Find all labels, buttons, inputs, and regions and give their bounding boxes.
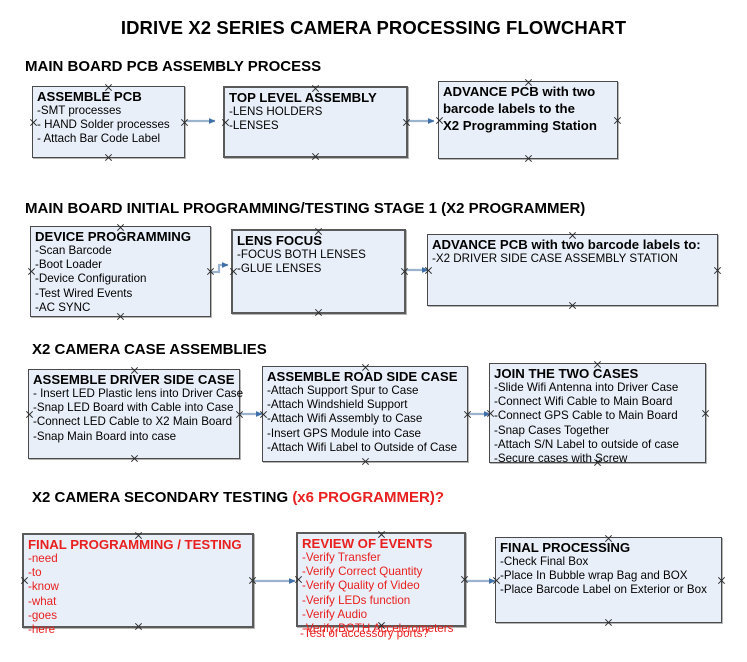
node-line: -Secure cases with Screw [494, 452, 628, 466]
node-title: JOIN THE TWO CASES [494, 366, 639, 381]
node-title: ADVANCE PCB with two [443, 84, 596, 99]
node-line: - HAND Solder processes [37, 118, 170, 132]
node-line: -Verify Audio [302, 607, 368, 621]
page-title: IDRIVE X2 SERIES CAMERA PROCESSING FLOWC… [120, 17, 627, 38]
node-line: -Attach S/N Label to outside of case [494, 437, 679, 451]
node-line: -Insert GPS Module into Case [267, 426, 422, 440]
node-line: -need [28, 552, 58, 565]
node-title: TOP LEVEL ASSEMBLY [229, 90, 377, 105]
node-line: -Attach Wifi Assembly to Case [267, 412, 423, 426]
node-top-level-assembly[interactable]: TOP LEVEL ASSEMBLY -LENS HOLDERS -LENSES [223, 86, 408, 158]
node-title: REVIEW OF EVENTS [302, 536, 433, 551]
node-line: -Check Final Box [500, 555, 589, 568]
node-line: barcode labels to the [443, 101, 575, 116]
node-advance-pcb-programming-station[interactable]: ADVANCE PCB with two barcode labels to t… [438, 81, 618, 159]
section-heading-main-board-initial-programming: MAIN BOARD INITIAL PROGRAMMING/TESTING S… [25, 200, 585, 217]
node-title: ASSEMBLE DRIVER SIDE CASE [33, 372, 235, 387]
node-assemble-pcb[interactable]: ASSEMBLE PCB -SMT processes - HAND Solde… [32, 86, 185, 158]
node-title: FINAL PROGRAMMING / TESTING [28, 537, 242, 552]
node-line: -Snap LED Board with Cable into Case [33, 401, 234, 415]
section-heading-text: X2 CAMERA SECONDARY TESTING [32, 489, 293, 506]
node-title: ASSEMBLE ROAD SIDE CASE [267, 369, 458, 384]
node-line: -know [28, 580, 59, 594]
node-line: -Slide Wifi Antenna into Driver Case [494, 381, 679, 394]
node-line: -AC SYNC [35, 300, 91, 314]
node-line: -goes [28, 608, 58, 622]
node-line: -here [28, 623, 56, 637]
node-overflow-line-review-of-events: -Test of accessory ports? [300, 627, 429, 640]
node-line: -Verify Quality of Video [302, 579, 420, 593]
section-heading-accent: (x6 PROGRAMMER)? [292, 489, 444, 506]
node-title: LENS FOCUS [237, 233, 322, 248]
node-line: -Verify Transfer [302, 551, 381, 564]
node-line: -SMT processes [37, 104, 122, 117]
node-line: -what [28, 594, 57, 608]
node-line: -Attach Support Spur to Case [267, 384, 419, 397]
node-line: -Boot Loader [35, 258, 103, 272]
node-line: -Verify BOTH Accelerometers [302, 622, 454, 636]
node-line: -Scan Barcode [35, 244, 112, 257]
node-line: -Connect Wifi Cable to Main Board [494, 395, 673, 409]
section-heading-x2-camera-case-assemblies: X2 CAMERA CASE ASSEMBLIES [32, 341, 267, 358]
node-line: -Snap Cases Together [494, 423, 610, 437]
node-line: -X2 DRIVER SIDE CASE ASSEMBLY STATION [432, 252, 678, 265]
node-line: - Insert LED Plastic lens into Driver Ca… [33, 387, 244, 400]
node-line: -LENS HOLDERS [229, 105, 323, 118]
node-line: -Connect GPS Cable to Main Board [494, 409, 678, 423]
node-title: DEVICE PROGRAMMING [35, 229, 192, 244]
node-device-programming[interactable]: DEVICE PROGRAMMING -Scan Barcode -Boot L… [30, 226, 211, 317]
node-review-of-events[interactable]: REVIEW OF EVENTS -Verify Transfer -Verif… [296, 532, 466, 635]
node-line: -Attach Windshield Support [267, 398, 408, 412]
node-line: X2 Programming Station [443, 118, 597, 133]
section-heading-x2-camera-secondary-testing: X2 CAMERA SECONDARY TESTING (x6 PROGRAMM… [32, 489, 444, 506]
node-line: -FOCUS BOTH LENSES [237, 248, 366, 261]
section-heading-main-board-pcb-assembly: MAIN BOARD PCB ASSEMBLY PROCESS [25, 58, 321, 75]
section-heading-text: MAIN BOARD INITIAL PROGRAMMING/TESTING S… [25, 200, 586, 217]
node-lens-focus[interactable]: LENS FOCUS -FOCUS BOTH LENSES -GLUE LENS… [231, 229, 406, 314]
node-line: -Snap Main Board into case [33, 429, 177, 443]
section-heading-text: X2 CAMERA CASE ASSEMBLIES [32, 341, 267, 358]
node-line: -Verify LEDs function [302, 593, 411, 607]
node-line: -GLUE LENSES [237, 262, 322, 276]
node-line: -to [28, 566, 42, 580]
arrow-device-programming-to-lens-focus [211, 262, 229, 274]
node-final-programming-testing[interactable]: FINAL PROGRAMMING / TESTING -need -to -k… [22, 533, 254, 636]
node-line: -Place Barcode Label on Exterior or Box [500, 583, 707, 597]
section-heading-text: MAIN BOARD PCB ASSEMBLY PROCESS [25, 58, 322, 75]
node-line: -Device Configuration [35, 272, 147, 286]
node-line: -Place In Bubble wrap Bag and BOX [500, 569, 688, 583]
node-line: -LENSES [229, 119, 279, 133]
node-assemble-road-side-case[interactable]: ASSEMBLE ROAD SIDE CASE -Attach Support … [262, 366, 468, 462]
node-advance-pcb-driver-side-case[interactable]: ADVANCE PCB with two barcode labels to: … [427, 234, 718, 306]
node-assemble-driver-side-case[interactable]: ASSEMBLE DRIVER SIDE CASE - Insert LED P… [28, 369, 244, 459]
node-line: -Attach Wifi Label to Outside of Case [267, 440, 458, 454]
node-line: -Verify Correct Quantity [302, 565, 423, 579]
node-line: -Connect LED Cable to X2 Main Board [33, 415, 233, 429]
node-title: FINAL PROCESSING [500, 540, 631, 555]
node-title: ADVANCE PCB with two barcode labels to: [432, 237, 701, 252]
node-title: ASSEMBLE PCB [37, 89, 142, 104]
node-join-the-two-cases[interactable]: JOIN THE TWO CASES -Slide Wifi Antenna i… [489, 363, 706, 466]
node-final-processing[interactable]: FINAL PROCESSING -Check Final Box -Place… [495, 537, 722, 623]
node-line: - Attach Bar Code Label [37, 132, 161, 146]
node-line: -Test Wired Events [35, 286, 133, 300]
